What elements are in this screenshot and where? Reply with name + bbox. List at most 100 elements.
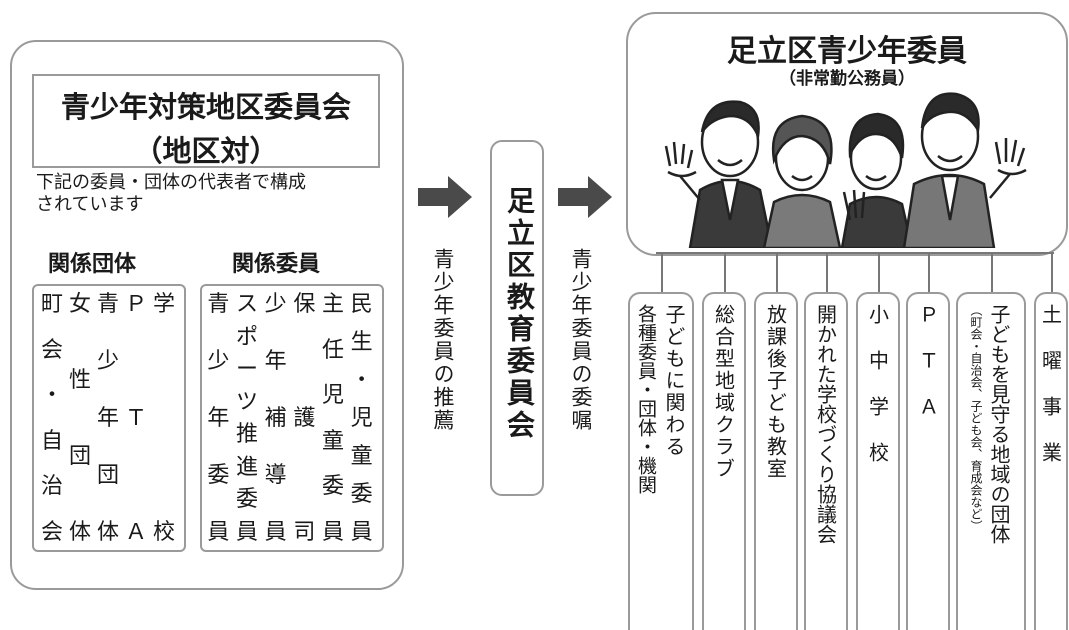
group-char: 自 — [40, 428, 63, 454]
connector-line — [991, 252, 993, 292]
group-char: 町 — [40, 292, 63, 317]
organization-column: 開かれた学校づくり協議会 — [804, 292, 848, 630]
group-item: 学校 — [150, 294, 178, 544]
members-box — [200, 284, 384, 552]
group-char: 会 — [40, 519, 63, 545]
organization-column: ＰＴＡ — [906, 292, 950, 630]
member-item: 保護司 — [290, 294, 319, 544]
member-char: 員 — [207, 520, 230, 545]
group-item: 青少年団体 — [94, 294, 122, 544]
education-board-label: 足立区教育委員会 — [503, 186, 536, 442]
member-item: 主任児童委員 — [319, 294, 348, 544]
education-board-box — [490, 140, 544, 496]
youth-commissioner-title: 足立区青少年委員 — [727, 34, 967, 69]
member-char: 員 — [264, 520, 287, 545]
member-char: 任 — [321, 337, 344, 363]
member-item: 民生・児童委員 — [347, 294, 376, 544]
member-char: 委 — [321, 474, 344, 500]
group-item: 町会・自治会 — [38, 294, 66, 544]
group-item: Ｐ Ｔ Ａ — [122, 294, 150, 544]
arrow-right-icon — [418, 176, 472, 218]
group-char: 体 — [96, 520, 119, 545]
connector-line — [928, 252, 930, 292]
organization-column: 土曜事業 — [1034, 292, 1068, 630]
district-committee-title: 青少年対策地区委員会 — [60, 90, 351, 124]
group-char: 会 — [40, 337, 63, 363]
recommend-label: 青少年委員の推薦 — [431, 248, 455, 432]
member-char: 委 — [350, 482, 373, 507]
group-char: 女 — [68, 292, 91, 317]
group-char: 性 — [68, 368, 91, 393]
group-char: Ａ — [124, 520, 147, 545]
member-char: 少 — [207, 349, 230, 374]
member-char: 導 — [264, 463, 287, 488]
organization-label: 土曜事業 — [1038, 304, 1063, 488]
member-char: 推 — [235, 422, 258, 448]
member-char: 童 — [321, 428, 344, 454]
group-item: 女性団体 — [66, 294, 94, 544]
commission-label: 青少年委員の委嘱 — [569, 248, 593, 432]
connector-line — [878, 252, 880, 292]
organization-label: 小中学校 — [865, 304, 890, 488]
member-char: ポ — [235, 324, 258, 350]
organization-label: 開かれた学校づくり協議会 — [813, 304, 838, 544]
member-char: 委 — [207, 463, 230, 488]
member-char: 生 — [350, 330, 373, 355]
member-char: 児 — [321, 383, 344, 409]
members-heading: 関係委員 — [232, 252, 321, 277]
organization-note: （町会・自治会、子ども会、育成会など） — [969, 304, 983, 532]
group-char: 校 — [152, 520, 175, 545]
member-char: 護 — [293, 406, 316, 431]
group-char: Ｔ — [124, 406, 147, 431]
district-committee-subtitle: （地区対） — [133, 134, 279, 168]
group-char: 治 — [40, 474, 63, 500]
organization-label: 子どもに関わる — [662, 304, 686, 458]
member-char: 員 — [235, 519, 258, 545]
group-char: 団 — [96, 463, 119, 488]
organization-column: 子どもに関わる各種委員・団体・機関 — [628, 292, 694, 630]
group-char: 青 — [96, 292, 119, 317]
member-char: ー — [235, 357, 258, 383]
organization-column: 子どもを見守る地域の団体 （町会・自治会、子ども会、育成会など） — [956, 292, 1026, 630]
member-char: 員 — [321, 519, 344, 545]
member-char: 進 — [235, 454, 258, 480]
group-char: Ｐ — [124, 292, 147, 317]
member-char: 保 — [293, 292, 316, 317]
member-char: 年 — [207, 406, 230, 431]
member-char: 員 — [350, 520, 373, 545]
arrow-right-icon — [558, 176, 612, 218]
member-char: 委 — [235, 487, 258, 513]
organization-sublabel: 各種委員・団体・機関 — [635, 304, 657, 494]
member-char: 民 — [350, 292, 373, 317]
member-char: 青 — [207, 292, 230, 317]
group-char: 団 — [68, 444, 91, 469]
organization-column: 放課後子ども教室 — [754, 292, 798, 630]
members-list: 青少年委員スポーツ推進委員少年補導員保護司主任児童委員民生・児童委員 — [204, 294, 376, 544]
member-char: ツ — [235, 389, 258, 415]
group-char: 学 — [152, 292, 175, 317]
member-char: ス — [235, 292, 258, 317]
connector-line — [724, 252, 726, 292]
commissioners-illustration — [664, 92, 1027, 248]
district-committee-title-box: 青少年対策地区委員会 （地区対） — [32, 74, 380, 168]
member-char: 司 — [293, 520, 316, 545]
member-item: 少年補導員 — [261, 294, 290, 544]
description-line-2: されています — [36, 194, 144, 215]
group-char: ・ — [40, 383, 63, 409]
connector-line — [776, 252, 778, 292]
member-char: 少 — [264, 292, 287, 317]
member-char: 年 — [264, 349, 287, 374]
organization-column: 小中学校 — [856, 292, 900, 630]
groups-heading: 関係団体 — [48, 252, 137, 277]
group-char: 年 — [96, 406, 119, 431]
member-char: 童 — [350, 444, 373, 469]
member-char: ・ — [350, 368, 373, 393]
member-item: 青少年委員 — [204, 294, 233, 544]
organization-label: 子どもを見守る地域の団体 — [987, 304, 1011, 544]
groups-box — [32, 284, 186, 552]
connector-line — [1051, 252, 1053, 292]
organization-label: 放課後子ども教室 — [763, 304, 788, 480]
connector-line — [661, 252, 663, 292]
district-committee-description: 下記の委員・団体の代表者で構成 されています — [36, 172, 306, 216]
